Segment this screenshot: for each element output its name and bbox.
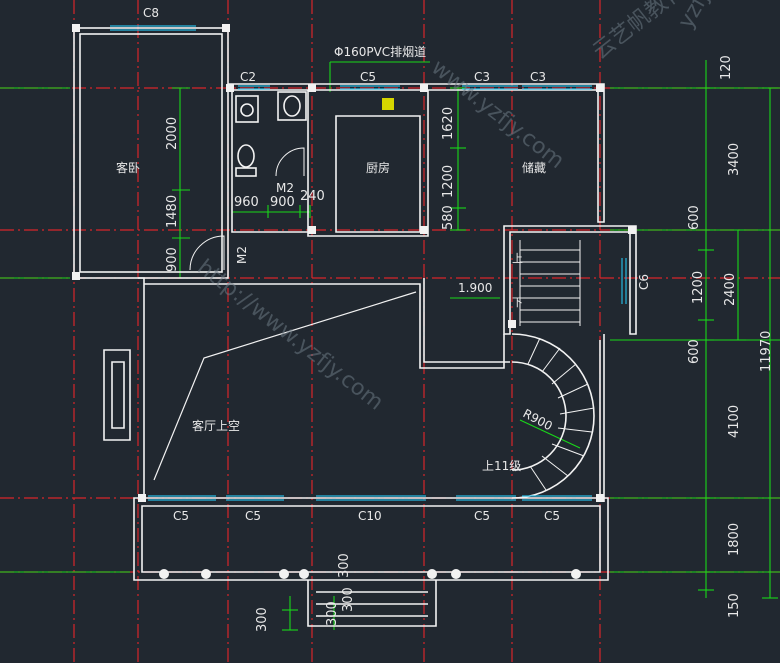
window-label-c5-s3: C5: [474, 509, 490, 523]
sink-counter: [277, 91, 307, 121]
dim-porch-300-c: 300: [341, 587, 356, 612]
stair-up-annotation: 上: [512, 252, 523, 265]
dim-right-3400: 3400: [727, 143, 742, 176]
window-label-c5-s4: C5: [544, 509, 560, 523]
dim-right-4100: 4100: [727, 405, 742, 438]
radius-annotation: R900: [521, 406, 555, 433]
dim-bath-960: 960: [234, 195, 259, 210]
hall-walls: [138, 277, 505, 498]
void-marker: [153, 291, 417, 481]
walls: [73, 27, 637, 627]
room-label-kitchen: 厨房: [366, 160, 390, 175]
watermark-brand: 云艺帆教育: [588, 0, 690, 65]
window-label-c5-kitchen: C5: [360, 70, 376, 84]
room-label-guest-bedroom: 客卧: [116, 160, 140, 175]
dim-right-11970: 11970: [759, 331, 774, 372]
bath-door-swing: [275, 147, 305, 177]
stair-down-annotation: 下: [512, 296, 523, 309]
guest-bedroom-walls: [73, 27, 229, 279]
spiral-up-annotation: 上11级: [482, 459, 521, 473]
dim-right-150: 150: [727, 593, 742, 618]
balcony-walls: [133, 497, 609, 581]
window-label-c5-s1: C5: [173, 509, 189, 523]
window-label-c3-a: C3: [474, 70, 490, 84]
dim-right-1800: 1800: [727, 523, 742, 556]
radius-leader: [519, 419, 581, 449]
bedroom-door-swing: [189, 235, 225, 271]
watermark-url-short: yzfjy.com: [674, 0, 747, 33]
dim-kitchen-1200: 1200: [441, 165, 456, 198]
door-label-m2-bath: M2: [276, 181, 294, 195]
dim-right-120: 120: [719, 55, 734, 80]
spiral-stair: [511, 333, 595, 499]
elevation-annotation: 1.900: [458, 281, 492, 295]
watermark-url-full: http://www.yzfjy.com: [192, 255, 388, 415]
window-strips: [110, 25, 627, 501]
washbasin: [235, 95, 259, 123]
dim-right-600-a: 600: [687, 205, 702, 230]
window-label-c3-b: C3: [530, 70, 546, 84]
room-label-storage: 储藏: [522, 160, 546, 175]
dim-porch-300-a: 300: [337, 553, 352, 578]
entry-steps: [307, 580, 437, 627]
dim-bath-900: 900: [270, 195, 295, 210]
dim-porch-300-d: 300: [255, 607, 270, 632]
dim-left-900: 900: [165, 247, 180, 272]
dim-right-1200: 1200: [691, 271, 706, 304]
dim-bath-240: 240: [300, 189, 325, 204]
door-label-m2-bedroom: M2: [235, 246, 249, 264]
room-label-living-void: 客厅上空: [192, 418, 240, 433]
window-label-c2: C2: [240, 70, 256, 84]
dim-left-2000: 2000: [165, 117, 180, 150]
dim-porch-300-b: 300: [325, 601, 340, 626]
window-label-c6: C6: [637, 274, 651, 290]
dim-kitchen-580: 580: [441, 205, 456, 230]
dim-right-600-b: 600: [687, 339, 702, 364]
dimension-lines: [0, 60, 780, 631]
dim-right-2400: 2400: [723, 273, 738, 306]
dim-kitchen-1620: 1620: [441, 107, 456, 140]
dim-left-1480: 1480: [165, 195, 180, 228]
flue-annotation: Φ160PVC排烟道: [334, 45, 426, 59]
window-label-c10: C10: [358, 509, 382, 523]
window-label-c8: C8: [143, 6, 159, 20]
window-label-c5-s2: C5: [245, 509, 261, 523]
stair-treads: [519, 240, 581, 326]
toilet: [237, 144, 255, 168]
stair-well-walls: [503, 225, 637, 335]
columns: [72, 24, 636, 579]
